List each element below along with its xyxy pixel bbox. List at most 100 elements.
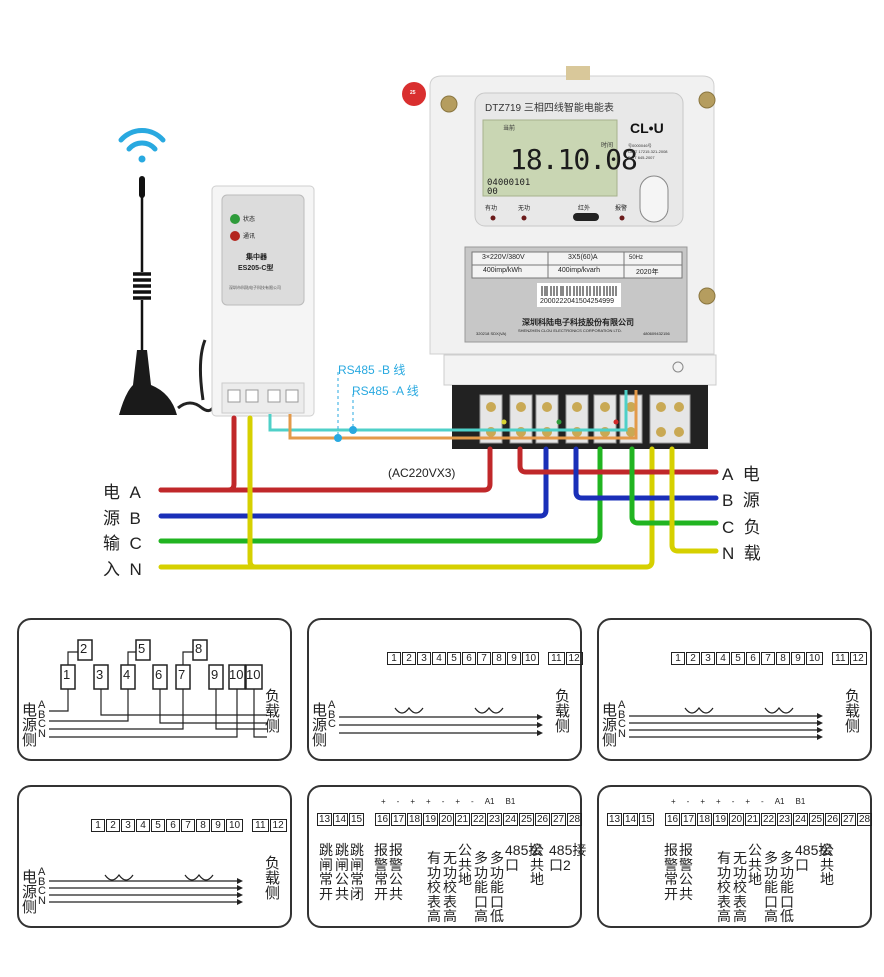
source-phase-a: A xyxy=(129,483,141,502)
company-cn: 深圳科陆电子科技股份有限公司 xyxy=(522,318,634,327)
terminal-number: 1 xyxy=(91,819,105,832)
terminal-number: 27 xyxy=(551,813,566,826)
terminal-number: 9 xyxy=(507,652,521,665)
polarity-sign: B1 xyxy=(795,797,806,806)
terminal-number: 16 xyxy=(665,813,680,826)
meter-model-title: DTZ719 三相四线智能电能表 xyxy=(485,103,614,114)
terminal-number: 14 xyxy=(623,813,638,826)
concentrator-maker: 深圳市科陆电子科技有限公司 xyxy=(229,285,281,290)
indicator-active: 有功 xyxy=(485,206,498,212)
terminal-number: 10 xyxy=(246,667,261,682)
terminal-number: 10 xyxy=(806,652,824,665)
phase-lines xyxy=(629,706,823,740)
terminal-function-label: 多功能口高 xyxy=(764,850,778,924)
polarity-sign: A1 xyxy=(774,797,785,806)
arrow-icon xyxy=(817,720,823,726)
terminal-function-label: 跳闸常开 xyxy=(319,842,333,902)
terminal-number: 3 xyxy=(417,652,431,665)
status-led-label: 状态 xyxy=(243,217,256,223)
arrow-icon xyxy=(537,722,543,728)
nameplate-current: 3X5(60)A xyxy=(568,254,598,261)
ct-coil-icon xyxy=(394,706,424,714)
terminal-number: 3 xyxy=(701,652,715,665)
terminal-number: 8 xyxy=(196,819,210,832)
terminal-function-label: 有功校表高 xyxy=(717,850,731,924)
terminal-number: 3 xyxy=(96,667,104,682)
arrow-icon xyxy=(237,885,243,891)
terminal-number: 2 xyxy=(80,641,88,656)
terminal-number: 9 xyxy=(791,652,805,665)
ct-coil-icon xyxy=(684,706,714,714)
terminal-function-label: 485接口 xyxy=(795,842,833,873)
phase-label: N xyxy=(38,727,46,740)
phase-label: N xyxy=(38,894,46,907)
terminal-number: 1 xyxy=(63,667,71,682)
terminal-number: 20 xyxy=(729,813,744,826)
status-led xyxy=(230,214,240,224)
wire-n-in xyxy=(158,446,655,570)
cert-line: GB/T 17215.321-2008 xyxy=(628,149,668,154)
terminal-function-label: 485接口2 xyxy=(549,842,587,873)
code-right: 480609432156 xyxy=(643,331,670,336)
terminal-number: 19 xyxy=(423,813,438,826)
terminal-number: 13 xyxy=(317,813,332,826)
terminal-number: 7 xyxy=(477,652,491,665)
phase-label: C xyxy=(618,718,626,730)
antenna-icon xyxy=(119,176,216,415)
lcd-code: 04000101 xyxy=(487,178,531,188)
polarity-sign: + xyxy=(700,797,706,806)
terminal-number: 22 xyxy=(471,813,486,826)
terminal-number: 9 xyxy=(211,667,219,682)
terminal-number: 12 xyxy=(849,652,867,665)
terminal-number: 10 xyxy=(229,667,244,682)
schematic-1-drawing xyxy=(49,639,267,738)
terminal-function-label: 公共地 xyxy=(820,842,834,887)
load-label-cn: 电 xyxy=(742,465,760,484)
arrow-icon xyxy=(237,878,243,884)
terminal-number: 17 xyxy=(681,813,696,826)
phase-label: B xyxy=(38,875,46,888)
source-label-cn: 电 xyxy=(103,483,120,502)
concentrator-title: 集中器 xyxy=(246,254,267,261)
terminal-function-label: 多功能口低 xyxy=(780,850,794,924)
terminal-number: 19 xyxy=(713,813,728,826)
nameplate-const-active: 400imp/kWh xyxy=(483,267,522,274)
terminal-number: 5 xyxy=(151,819,165,832)
wire-a-in xyxy=(158,446,493,493)
concentrator-device xyxy=(211,185,315,417)
arrow-icon xyxy=(537,730,543,736)
comm-led-label: 通讯 xyxy=(243,234,256,240)
load-phase-b: B xyxy=(722,491,734,511)
terminal-number: 11 xyxy=(252,819,269,832)
load-side-label: 负载侧 xyxy=(554,688,570,735)
ct-coil-icon xyxy=(474,706,504,714)
rs485-a-label: RS485 -A 线 xyxy=(352,384,419,398)
load-label-cn: 载 xyxy=(743,544,761,564)
terminal-number: 13 xyxy=(607,813,622,826)
wire-b-in xyxy=(158,446,549,519)
source-side-label: 电源侧 xyxy=(312,702,328,749)
terminal-function-label: 多功能口高 xyxy=(474,850,488,924)
brand-logo: CL•U xyxy=(630,120,664,136)
terminal-number: 14 xyxy=(333,813,348,826)
terminal-number: 18 xyxy=(407,813,422,826)
terminal-number: 22 xyxy=(761,813,776,826)
source-label-cn: 入 xyxy=(103,559,120,579)
terminal-number: 4 xyxy=(432,652,446,665)
cert-info: 号0000046号 GB/T 17215.321-2008 DL/T 645-2… xyxy=(628,143,668,161)
load-label-cn: 负 xyxy=(743,517,761,537)
wiring-illustration xyxy=(118,66,719,570)
terminal-number: 8 xyxy=(195,641,203,656)
terminal-number: 9 xyxy=(211,819,225,832)
terminal-number: 25 xyxy=(809,813,824,826)
source-phase-c: C xyxy=(129,534,142,554)
terminal-number: 5 xyxy=(447,652,461,665)
load-side-label: 负载侧 xyxy=(264,688,280,735)
arrow-icon xyxy=(817,713,823,719)
terminal-function-label: 多功能口低 xyxy=(490,850,504,924)
